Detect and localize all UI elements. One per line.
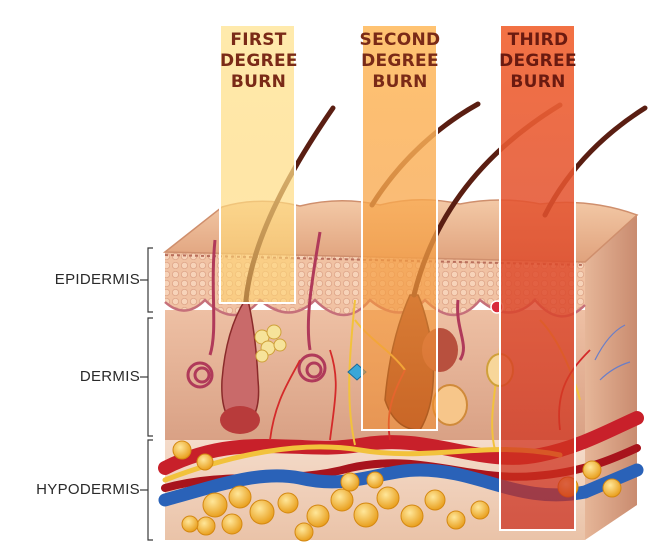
- second-title-line1: SECOND: [357, 30, 443, 51]
- epidermis-label: EPIDERMIS: [0, 271, 140, 288]
- first-title-line2: DEGREE: [220, 51, 297, 72]
- first-title-line3: BURN: [220, 72, 297, 93]
- second-degree-burn-title: SECOND DEGREE BURN: [357, 30, 443, 93]
- third-title-line2: DEGREE: [498, 51, 578, 72]
- dermis-label: DERMIS: [0, 368, 140, 385]
- third-degree-burn-band: [500, 25, 575, 530]
- second-title-line2: DEGREE: [357, 51, 443, 72]
- first-title-line1: FIRST: [220, 30, 297, 51]
- third-title-line1: THIRD: [498, 30, 578, 51]
- pacinian-corpuscle: [433, 385, 467, 425]
- hypodermis-label: HYPODERMIS: [0, 481, 140, 498]
- first-degree-burn-title: FIRST DEGREE BURN: [220, 30, 297, 93]
- second-title-line3: BURN: [357, 72, 443, 93]
- layer-brackets: [140, 248, 153, 540]
- third-title-line3: BURN: [498, 72, 578, 93]
- third-degree-burn-title: THIRD DEGREE BURN: [498, 30, 578, 93]
